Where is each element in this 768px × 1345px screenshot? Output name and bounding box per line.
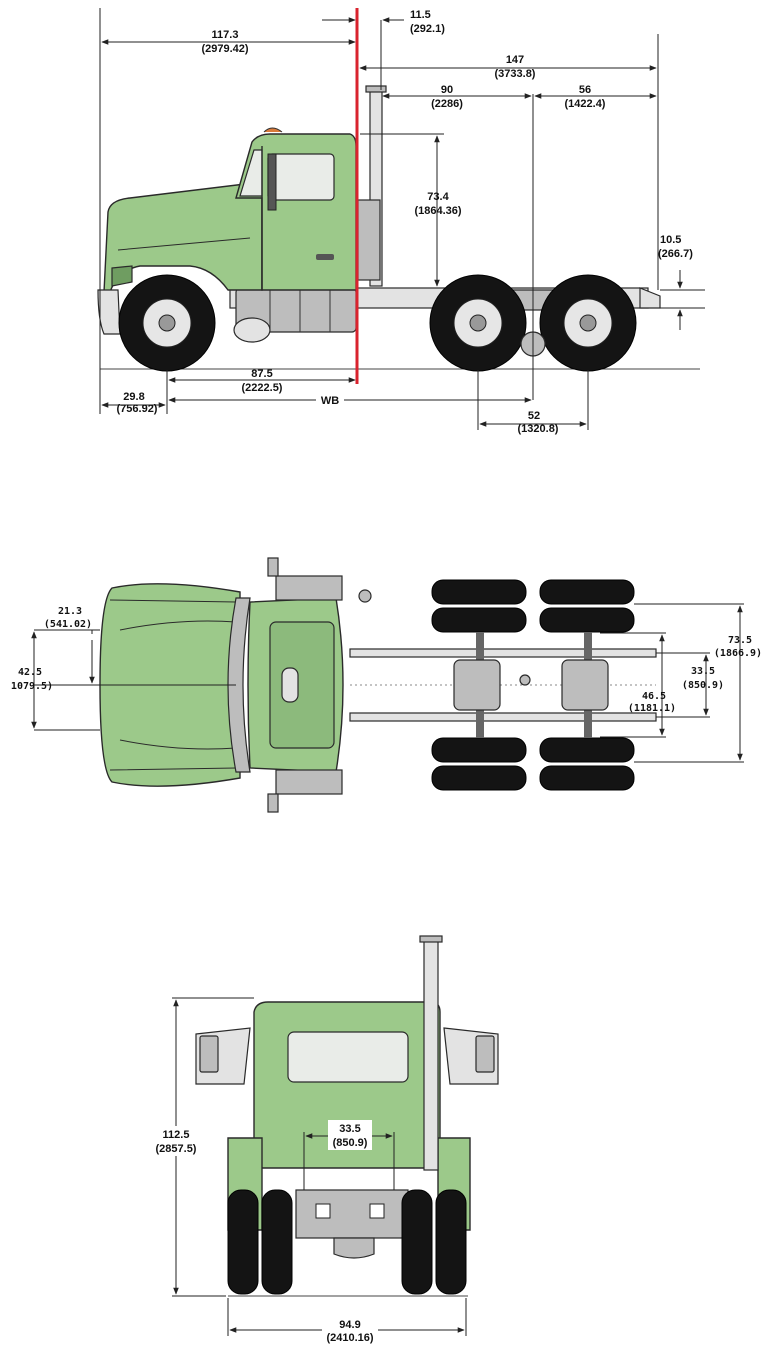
fuel-tank-right [275,769,343,795]
dim-73-5-mm: (1866.9) [714,648,762,659]
rear-duals-right [431,737,635,791]
roof-hatch [281,667,299,703]
fuel-tank [233,287,357,343]
dim-52-mm: (1320.8) [518,423,559,435]
dim-73-4-mm: (1864.36) [414,205,461,217]
rear-tires [227,1189,467,1295]
dim-147-mm: (3733.8) [495,68,536,80]
rear-view: 112.5 (2857.5) 33.5 (850.9) 94.9 (2410.1… [150,935,499,1344]
rear-wheel-rear [539,274,637,372]
dim-56-in: 56 [579,84,591,96]
dim-29-8-mm: (756.92) [117,403,158,415]
door-handle [316,254,334,260]
mirror-left-rear [195,1027,251,1085]
dim-112-5-mm: (2857.5) [156,1143,197,1155]
top-view: 21.3 (541.02) 42.5 1079.5) 73.5 (1866.9)… [11,557,762,813]
dim-10-5-in: 10.5 [660,234,681,246]
dim-46-5-in: 46.5 [642,691,666,702]
dim-46-5-mm: (1181.1) [628,703,676,714]
front-bumper [97,289,121,335]
dim-147-in: 147 [506,54,524,66]
dim-11-5-in: 11.5 [410,9,431,21]
hood-cab-seal [227,597,251,773]
frame-rail-left [349,648,657,658]
dim-29-8-in: 29.8 [123,391,144,403]
mirror-right [267,793,279,813]
rear-duals-left [431,579,635,633]
dim-87-5-in: 87.5 [251,368,272,380]
dim-73-5-in: 73.5 [728,635,752,646]
fuel-tank-left [275,575,343,601]
dim-33-5-top-mm: (850.9) [682,680,724,691]
dim-42-5-in: 42.5 [18,667,42,678]
mirror-right-rear [443,1027,499,1085]
exhaust-stack [357,85,387,287]
dim-94-9-mm: (2410.16) [326,1332,373,1344]
dim-21-3-in: 21.3 [58,606,82,617]
front-wheel [118,274,216,372]
dim-33-5-rear-mm: (850.9) [333,1137,368,1149]
exhaust-top [358,589,372,603]
rear-window [287,1031,409,1083]
mirror-left [267,557,279,577]
dim-90-mm: (2286) [431,98,463,110]
dim-87-5-mm: (2222.5) [242,382,283,394]
side-window [267,153,335,201]
wheelbase-label: WB [321,395,339,407]
dim-33-5-top-in: 33.5 [691,666,715,677]
differential-rear [561,659,609,711]
hitch [333,1237,375,1259]
dim-21-3-mm: (541.02) [44,619,92,630]
dim-33-5-rear-in: 33.5 [339,1123,360,1135]
frame-rail-right [349,712,657,722]
dim-11-5-mm: (292.1) [410,23,445,35]
mirror [267,153,277,211]
dim-117-3-mm: (2979.42) [201,43,248,55]
dim-42-5-mm: 1079.5) [11,681,53,692]
dim-94-9-in: 94.9 [339,1319,360,1331]
dim-112-5-in: 112.5 [163,1129,190,1141]
dim-56-mm: (1422.4) [565,98,606,110]
roof-marker-lights [263,127,283,133]
dim-117-3-in: 117.3 [212,29,239,41]
rear-wheel-forward [429,274,527,372]
dim-73-4-in: 73.4 [427,191,449,203]
hood-grille-side [111,265,133,287]
exhaust-stack-rear [423,939,439,1171]
dim-52-in: 52 [528,410,540,422]
dim-90-in: 90 [441,84,453,96]
differential-forward [453,659,501,711]
rear-crossmember [295,1189,409,1239]
side-view: 117.3 (2979.42) 11.5 (292.1) 147 (3733.8… [97,8,705,435]
dim-10-5-mm: (266.7) [658,248,693,260]
